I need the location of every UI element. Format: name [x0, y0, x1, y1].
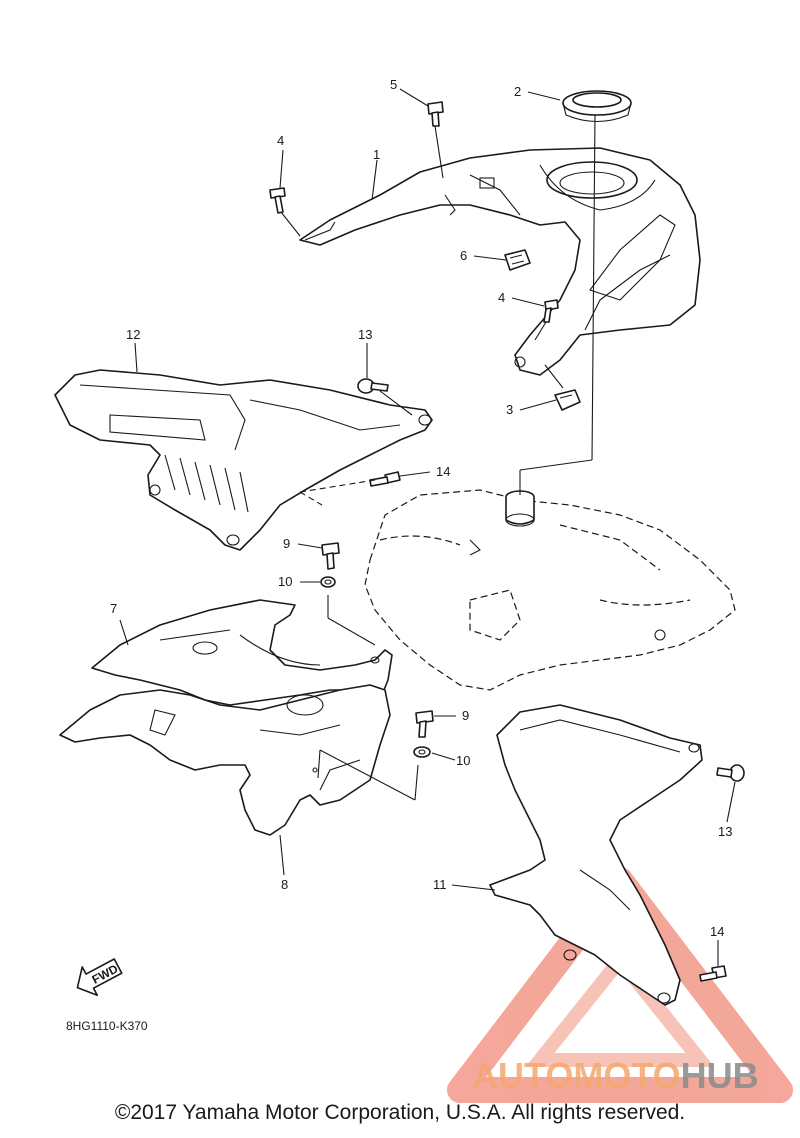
bolt-part-13b	[716, 764, 745, 782]
diagram-code: 8HG1110-K370	[66, 1019, 148, 1033]
callout-3: 3	[506, 402, 513, 417]
side-cover-part-12	[54, 369, 433, 551]
callout-8: 8	[281, 877, 288, 892]
tank-cover-part	[299, 147, 701, 376]
clip-part-6	[504, 249, 531, 271]
washer-part-10b	[413, 746, 431, 758]
callout-10a: 10	[278, 574, 292, 589]
watermark-logo	[447, 867, 793, 1103]
callout-14a: 14	[436, 464, 450, 479]
callout-1: 1	[373, 147, 380, 162]
side-cover-part-11	[489, 704, 703, 1006]
bolt-part-14a	[369, 471, 401, 487]
copyright-notice: ©2017 Yamaha Motor Corporation, U.S.A. A…	[114, 1101, 686, 1124]
watermark-text: AUTOMOTOHUB	[472, 1055, 759, 1096]
bolt-part-9b	[415, 710, 434, 738]
callout-10b: 10	[456, 753, 470, 768]
side-cover-part-8	[59, 684, 391, 836]
callout-12: 12	[126, 327, 140, 342]
callout-11: 11	[433, 877, 447, 892]
clip-part-3	[554, 389, 581, 411]
leader-lines	[119, 88, 736, 966]
callout-9a: 9	[283, 536, 290, 551]
washer-part-10a	[320, 576, 336, 588]
bolt-part-5	[427, 101, 444, 127]
bolt-part-4a	[269, 187, 286, 214]
callout-6: 6	[460, 248, 467, 263]
grommet-part	[562, 90, 632, 122]
callout-13a: 13	[358, 327, 372, 342]
bolt-part-13a	[357, 378, 389, 394]
callout-4a: 4	[277, 133, 284, 148]
callout-9b: 9	[462, 708, 469, 723]
bolt-part-14b	[699, 965, 727, 982]
callout-7: 7	[110, 601, 117, 616]
callout-14b: 14	[710, 924, 724, 939]
fuel-tank	[364, 489, 736, 691]
callout-4b: 4	[498, 290, 505, 305]
callout-2: 2	[514, 84, 521, 99]
callout-5: 5	[390, 77, 397, 92]
bolt-part-9a	[321, 542, 340, 570]
fwd-arrow-icon: FWD	[76, 958, 123, 997]
bolt-part-4b	[543, 299, 559, 323]
callout-13b: 13	[718, 824, 732, 839]
